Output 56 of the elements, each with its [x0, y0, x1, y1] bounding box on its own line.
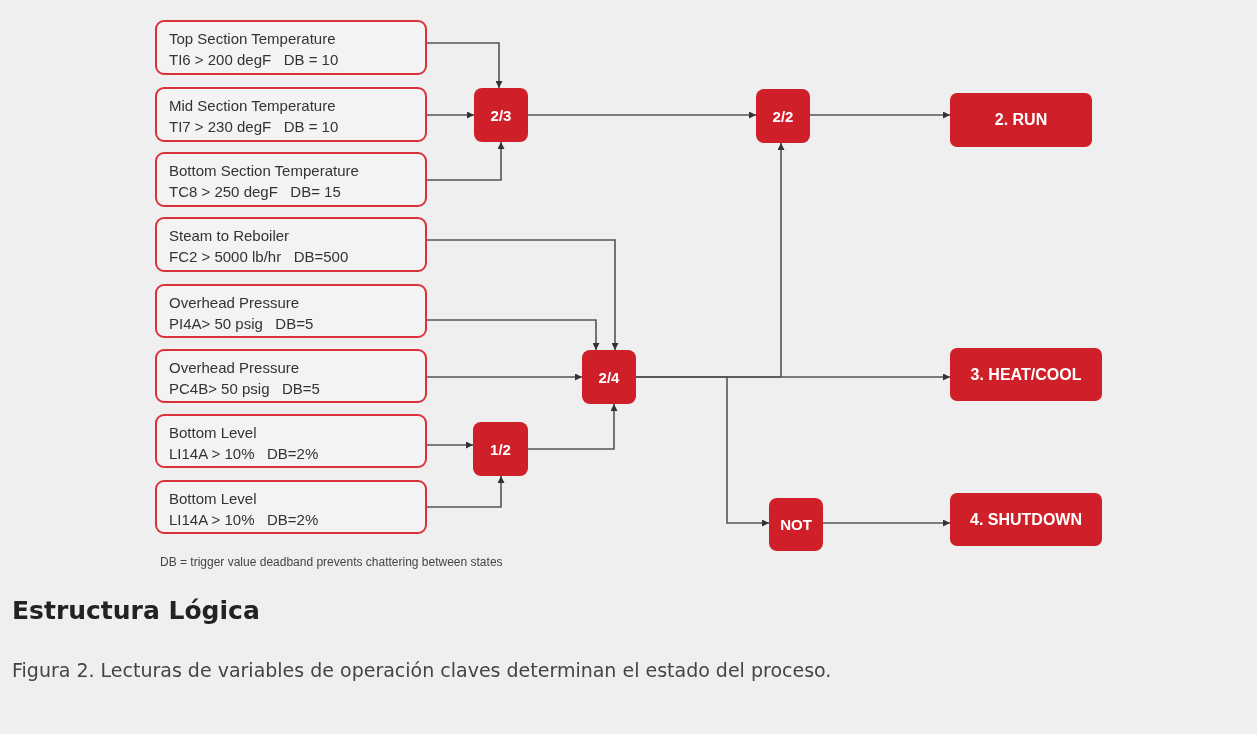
condition-name: Bottom Section Temperature: [169, 161, 360, 181]
logic-gate: [769, 498, 823, 551]
caption: Figura 2. Lecturas de variables de operación claves determinan el estado del proceso.: [12, 659, 832, 681]
condition-box: [155, 217, 427, 272]
condition-name: Bottom Level: [169, 489, 258, 509]
condition-name: Top Section Temperature: [169, 29, 337, 49]
state-label: 2. RUN: [994, 111, 1048, 129]
footnote: DB = trigger value deadband prevents chattering between states: [160, 555, 503, 569]
condition-rule: LI14A > 10% DB=2%: [169, 510, 320, 530]
arrow: [527, 403, 618, 450]
condition-rule: TI6 > 200 degF DB = 10: [169, 50, 340, 70]
arrow: [426, 141, 505, 181]
condition-box: [155, 87, 427, 142]
arrow: [426, 373, 583, 381]
arrow: [426, 239, 619, 351]
condition-box: [155, 284, 427, 338]
arrow: [426, 111, 475, 119]
condition-rule: PC4B> 50 psig DB=5: [169, 379, 321, 399]
condition-box: [155, 349, 427, 403]
condition-name: Overhead Pressure: [169, 293, 301, 313]
condition-box: [155, 414, 427, 468]
condition-name: Steam to Reboiler: [169, 226, 291, 246]
condition-box: [155, 152, 427, 207]
logic-gate: [474, 88, 528, 142]
condition-rule: TC8 > 250 degF DB= 15: [169, 182, 342, 202]
arrow: [426, 475, 505, 508]
state-box: [950, 93, 1092, 147]
condition-name: Bottom Level: [169, 423, 258, 443]
condition-rule: LI14A > 10% DB=2%: [169, 444, 320, 464]
arrow: [426, 42, 503, 89]
condition-box: [155, 20, 427, 75]
state-box: [950, 493, 1102, 546]
gate-label: 1/2: [490, 440, 511, 458]
condition-rule: TI7 > 230 degF DB = 10: [169, 117, 340, 137]
gate-label: 2/2: [772, 107, 794, 125]
condition-rule: PI4A> 50 psig DB=5: [169, 314, 315, 334]
condition-name: Mid Section Temperature: [169, 96, 337, 116]
arrow: [426, 441, 474, 449]
logic-gate: [582, 350, 636, 404]
state-box: [950, 348, 1102, 401]
gate-label: NOT: [780, 516, 812, 533]
arrow: [822, 519, 951, 527]
logic-gate: [473, 422, 528, 476]
state-label: 4. SHUTDOWN: [970, 510, 1082, 529]
logic-gate: [756, 89, 810, 143]
condition-rule: FC2 > 5000 lb/hr DB=500: [169, 247, 350, 267]
gate-label: 2/4: [598, 368, 620, 386]
condition-name: Overhead Pressure: [169, 358, 301, 378]
arrow: [635, 376, 770, 527]
condition-box: [155, 480, 427, 534]
state-label: 3. HEAT/COOL: [970, 365, 1082, 384]
gate-label: 2/3: [490, 106, 512, 124]
arrow: [426, 319, 600, 351]
arrow: [809, 111, 951, 119]
arrow: [527, 111, 757, 119]
title: Estructura Lógica: [12, 596, 260, 625]
